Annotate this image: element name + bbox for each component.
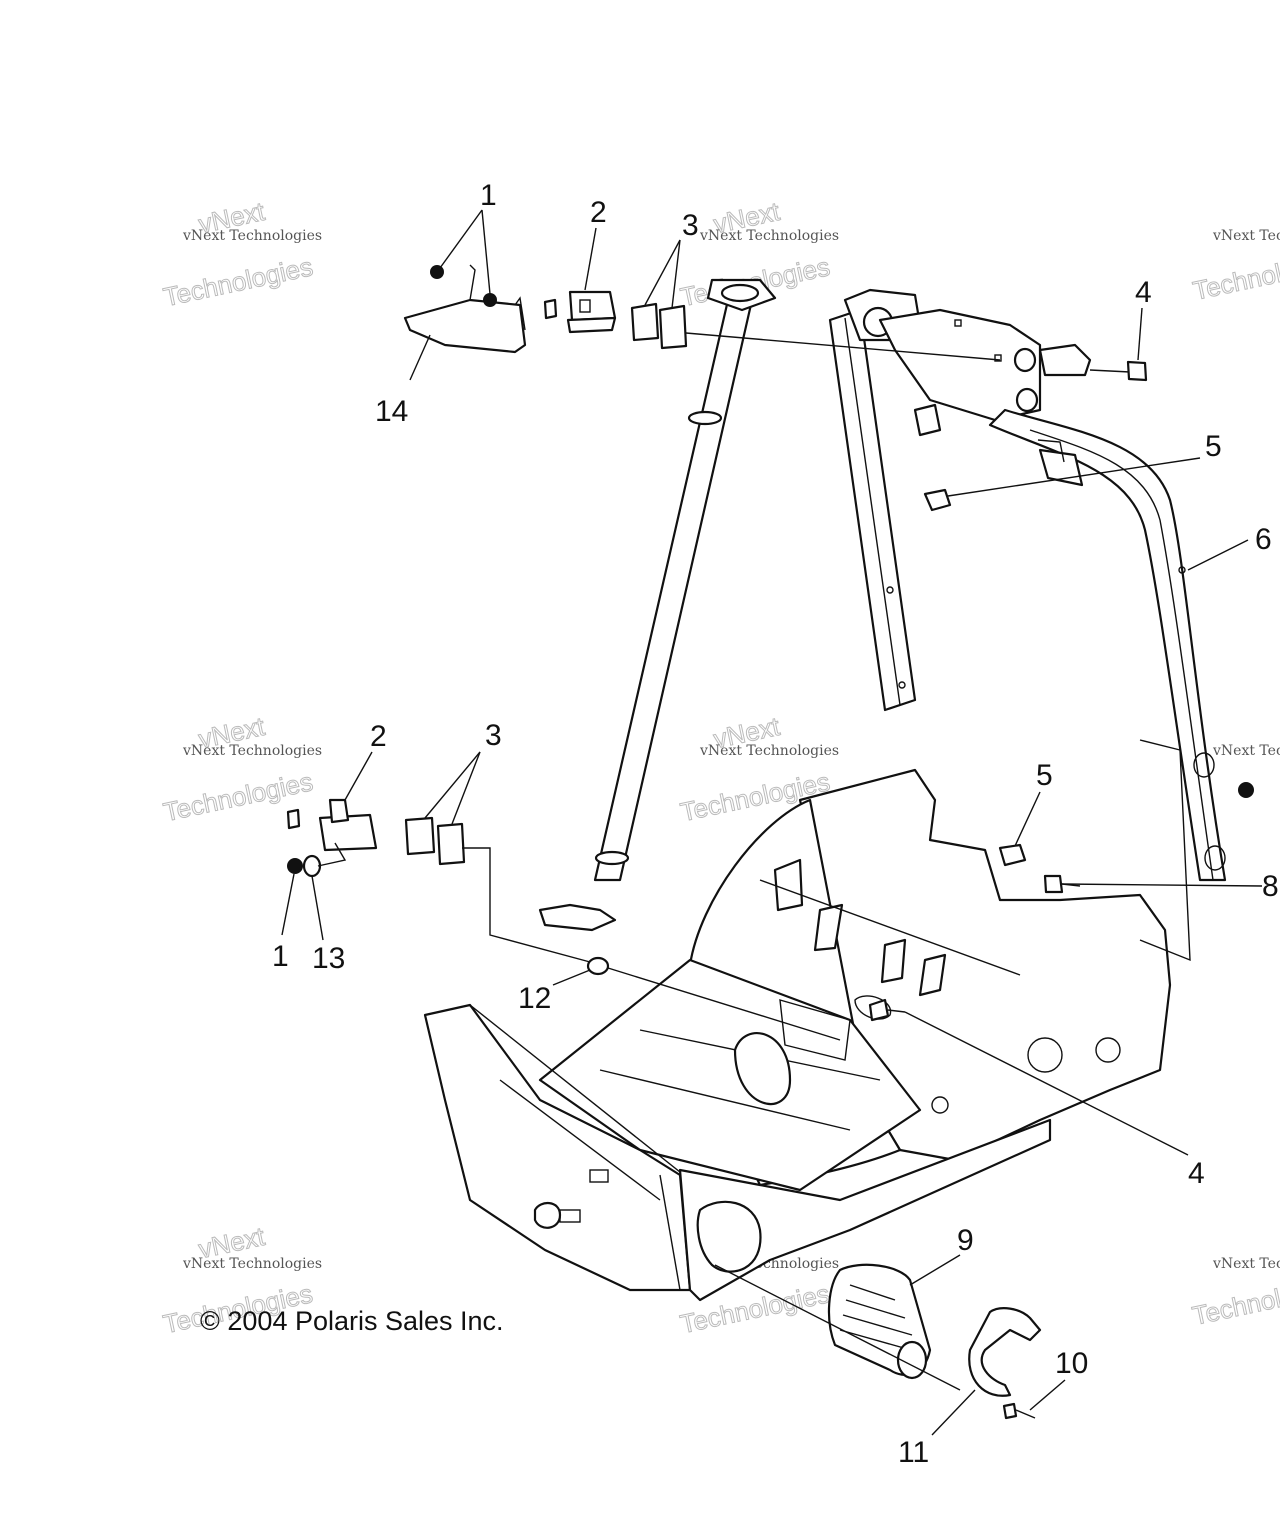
bolt-4-upper: [1089, 360, 1148, 382]
upper-clamp-2: [543, 290, 617, 334]
leader-lines: [281, 209, 1263, 1436]
clip-5-upper: [923, 488, 952, 512]
svg-text:Technologies: Technologies: [1190, 245, 1280, 306]
washer-13: [302, 854, 322, 878]
copyright-text: © 2004 Polaris Sales Inc.: [200, 1306, 504, 1336]
callout-4-upper: 4: [1135, 276, 1152, 309]
watermark-bottom-right: vNext Technologies Technologies: [1189, 1256, 1280, 1331]
washer-12: [586, 956, 610, 976]
callout-11: 11: [898, 1436, 929, 1469]
svg-text:Technologies: Technologies: [1190, 1270, 1280, 1331]
chassis-frame: [423, 768, 1172, 1302]
svg-text:vNext Technologies: vNext Technologies: [1212, 743, 1280, 759]
upper-bracket-14: [403, 264, 527, 354]
callout-9: 9: [957, 1224, 974, 1257]
nut-right-edge: [1238, 782, 1254, 798]
callout-14: 14: [375, 395, 408, 428]
svg-text:vNext Technologies: vNext Technologies: [182, 1256, 322, 1272]
callout-13: 13: [312, 942, 345, 975]
steering-boot-9: [827, 1263, 932, 1380]
callout-4-lower: 4: [1188, 1157, 1205, 1190]
callout-12: 12: [518, 982, 551, 1015]
svg-text:vNext Technologies: vNext Technologies: [699, 228, 839, 244]
callout-2-lower: 2: [370, 720, 387, 753]
upper-bushing-3: [630, 302, 688, 350]
callout-1-lower: 1: [272, 940, 289, 973]
roll-bar-hoop: [828, 288, 1227, 882]
svg-text:vNext Technologies: vNext Technologies: [182, 228, 322, 244]
watermark-top-right: vNext Technologies Technologies: [1190, 228, 1280, 306]
svg-text:vNext Technologies: vNext Technologies: [1212, 228, 1280, 244]
callout-3-upper: 3: [682, 209, 699, 242]
watermark-top-left: vNext vNext Technologies Technologies: [160, 195, 322, 312]
callout-3-lower: 3: [485, 719, 502, 752]
svg-text:vNext Technologies: vNext Technologies: [182, 743, 322, 759]
svg-text:Technologies: Technologies: [161, 251, 316, 312]
panel-right-edge: [1139, 739, 1191, 962]
callout-2-upper: 2: [590, 196, 607, 229]
retaining-ring-11: [968, 1307, 1042, 1397]
lower-nut-1: [287, 858, 303, 874]
callout-5-lower: 5: [1036, 759, 1053, 792]
callout-5-upper: 5: [1205, 430, 1222, 463]
steering-post: [538, 278, 777, 932]
clip-5-lower: [998, 843, 1027, 867]
svg-text:vNext Technologies: vNext Technologies: [1212, 1256, 1280, 1272]
callout-10: 10: [1055, 1347, 1088, 1380]
callout-1-upper: 1: [480, 179, 497, 212]
lower-bushing-3: [404, 816, 466, 866]
lower-clamp-2: [286, 798, 378, 852]
callout-8: 8: [1262, 870, 1279, 903]
screw-10: [1002, 1402, 1036, 1420]
callout-6: 6: [1255, 523, 1272, 556]
bolt-4-lower: [868, 998, 906, 1022]
watermark-mid-right: vNext Technologies: [1212, 743, 1280, 759]
svg-text:vNext Technologies: vNext Technologies: [699, 743, 839, 759]
